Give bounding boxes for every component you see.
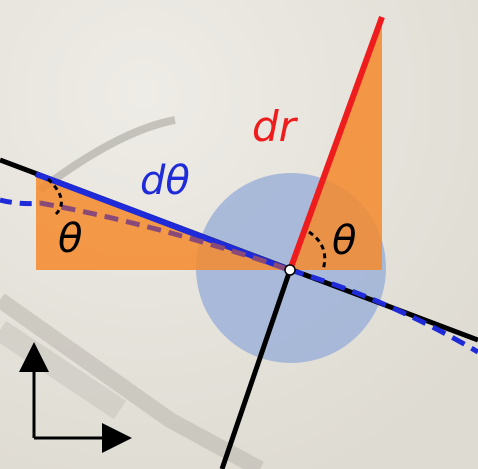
label-dtheta: dθ xyxy=(140,158,190,204)
dashed-curve-left-blue xyxy=(0,197,41,207)
background-streak-2 xyxy=(37,116,176,194)
origin-point xyxy=(284,264,296,276)
xy-axes-arrows-icon xyxy=(19,342,132,453)
dashed-curve-purple xyxy=(39,200,291,273)
angle-arc-right xyxy=(308,230,327,271)
dtheta-segment xyxy=(34,171,292,273)
dr-segment xyxy=(287,15,385,272)
angle-arc-left xyxy=(46,177,63,216)
label-theta-right: θ xyxy=(332,218,356,264)
label-theta-left: θ xyxy=(58,216,82,262)
label-dr: dr xyxy=(252,102,299,151)
radial-line-lower xyxy=(219,269,293,469)
dashed-curve-right-blue xyxy=(289,267,478,355)
